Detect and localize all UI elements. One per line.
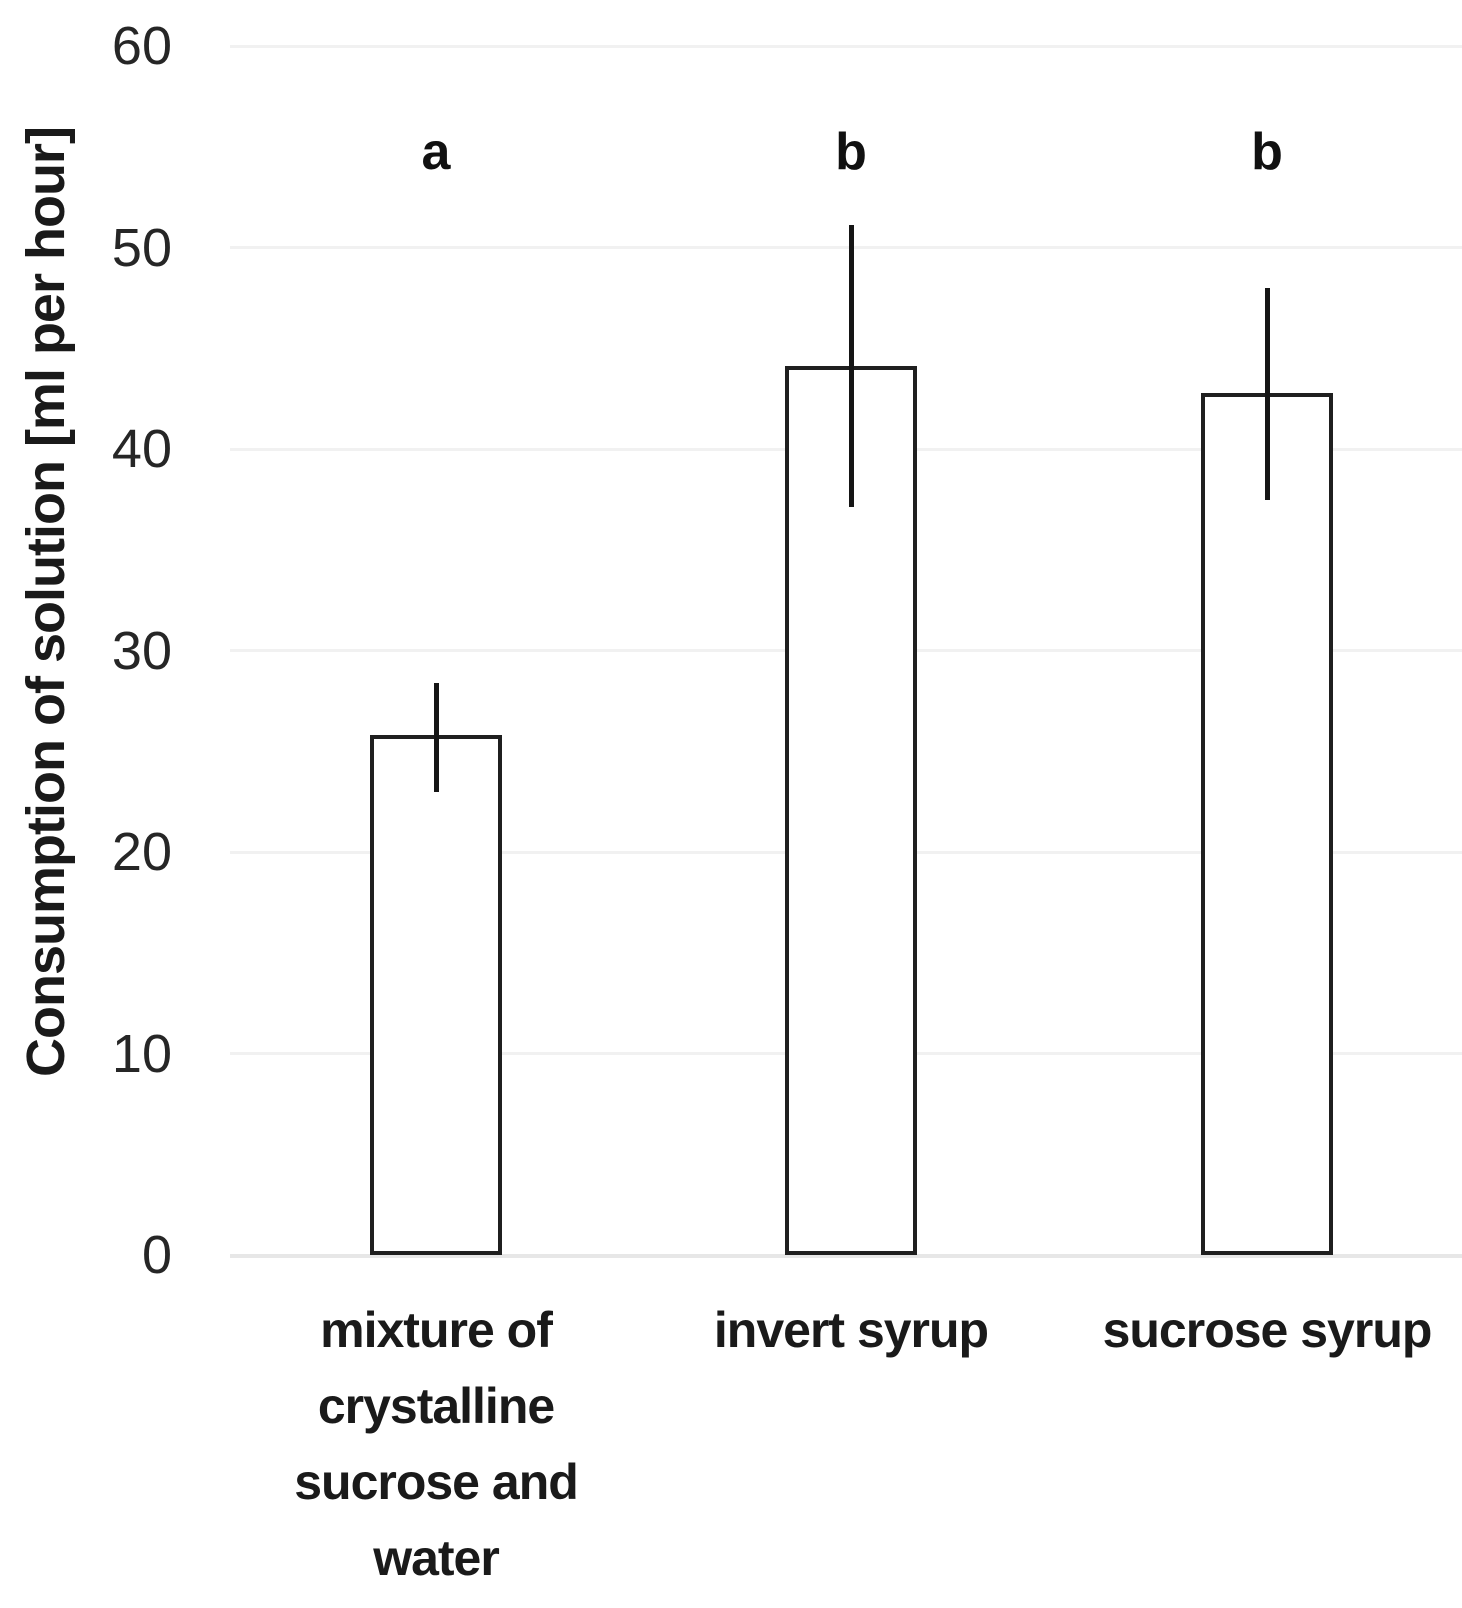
category-label-line: sucrose syrup — [1102, 1302, 1433, 1358]
y-tick-label-10: 10 — [111, 1024, 172, 1084]
y-tick-label-30: 30 — [111, 621, 172, 681]
significance-letter-3: b — [1251, 123, 1283, 181]
y-tick-label-40: 40 — [111, 419, 172, 479]
bar-2 — [785, 366, 917, 1255]
error-bar-1 — [434, 683, 439, 792]
category-label-2: invert syrup — [631, 1292, 1071, 1368]
category-label-line: sucrose and — [294, 1454, 579, 1510]
category-label-3: sucrose syrup — [1047, 1292, 1462, 1368]
category-label-line: crystalline — [317, 1378, 555, 1434]
y-tick-label-60: 60 — [111, 16, 172, 76]
gridline-50 — [230, 246, 1462, 249]
category-label-1: mixture of crystalline sucrose and water — [216, 1292, 656, 1596]
error-bar-3 — [1265, 288, 1270, 500]
bar-1 — [370, 735, 502, 1255]
bar-3 — [1201, 393, 1333, 1255]
significance-letter-2: b — [835, 123, 867, 181]
significance-letter-1: a — [421, 123, 451, 181]
x-axis-line — [230, 1254, 1462, 1258]
y-tick-label-50: 50 — [111, 218, 172, 278]
category-label-line: mixture of — [320, 1302, 553, 1358]
category-label-line: water — [373, 1530, 500, 1586]
y-tick-label-20: 20 — [111, 822, 172, 882]
y-tick-label-0: 0 — [141, 1225, 172, 1285]
error-bar-2 — [849, 225, 854, 507]
gridline-60 — [230, 45, 1462, 48]
category-label-line: invert syrup — [713, 1302, 989, 1358]
